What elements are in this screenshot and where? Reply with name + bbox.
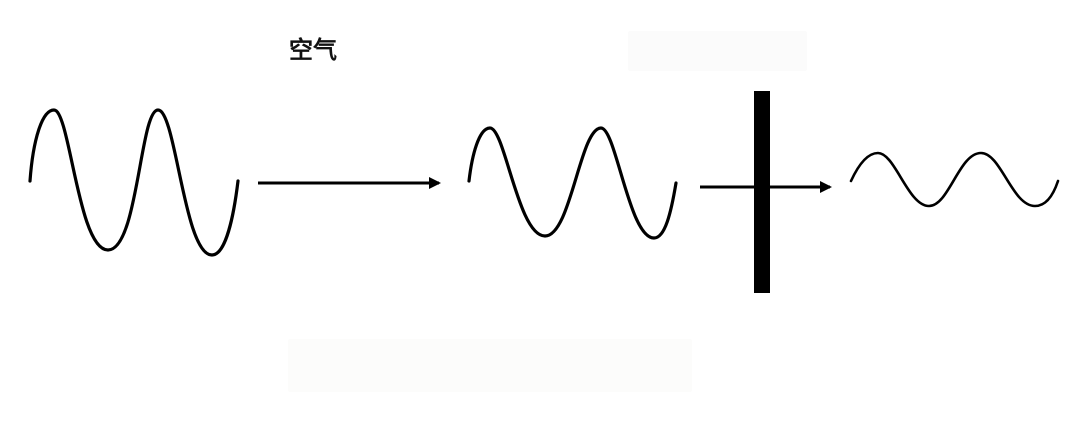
attenuated-wave — [849, 151, 1060, 208]
faint-label-placeholder-top — [628, 31, 807, 71]
medium-label-air: 空气 — [289, 36, 337, 64]
faint-label-placeholder-bottom — [288, 339, 692, 392]
transmitted-wave — [467, 126, 678, 240]
incident-wave — [28, 108, 240, 257]
barrier-wall — [754, 91, 770, 293]
